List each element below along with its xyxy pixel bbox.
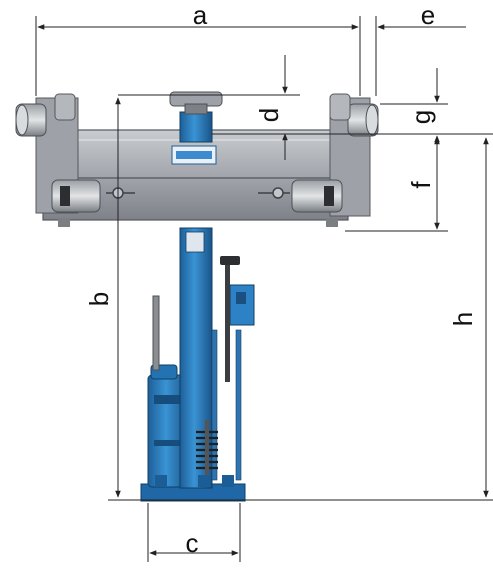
dimension-label-c: c: [185, 528, 199, 558]
dimension-label-d: d: [254, 107, 284, 123]
dimension-label-h: h: [448, 311, 478, 327]
dimension-line-f: [345, 137, 448, 232]
hydraulic-jack: [140, 227, 255, 502]
dimension-label-e: e: [420, 0, 436, 30]
dimension-label-a: a: [192, 0, 208, 30]
dimension-line-c: [147, 503, 241, 562]
release-handle: [225, 262, 230, 382]
dimension-label-b: b: [84, 291, 114, 307]
pump-lever: [152, 295, 160, 371]
cross-beam: [15, 91, 379, 227]
dimension-label-g: g: [406, 109, 436, 125]
dimension-line-e: [340, 16, 466, 96]
dimension-label-f: f: [406, 181, 436, 189]
dimension-line-a: [35, 16, 361, 96]
dimension-line-d: [118, 55, 300, 160]
